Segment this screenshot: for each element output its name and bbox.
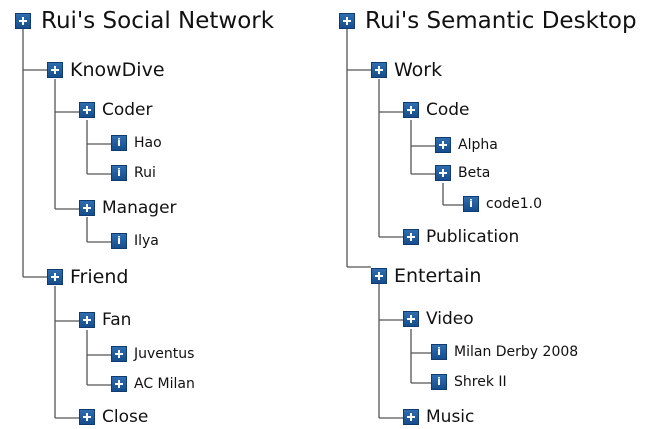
tree-node-social-network[interactable]: Rui's Social Network [15,8,274,34]
expand-plus-icon[interactable] [47,269,63,285]
expand-plus-icon[interactable] [371,62,387,78]
expand-plus-icon[interactable] [15,13,31,29]
tree-leaf-milan-derby[interactable]: i Milan Derby 2008 [431,344,578,360]
expand-plus-icon[interactable] [403,229,419,245]
tree-node-semantic-desktop[interactable]: Rui's Semantic Desktop [339,8,637,34]
node-label: Music [426,407,475,427]
expand-plus-icon[interactable] [79,409,95,425]
expand-plus-icon[interactable] [403,102,419,118]
tree-node-video[interactable]: Video [403,309,474,329]
tree-leaf-code10[interactable]: i code1.0 [463,196,542,212]
leaf-label: Rui [134,165,156,181]
expand-plus-icon[interactable] [111,346,127,362]
node-label: AC Milan [134,376,195,392]
tree-leaf-hao[interactable]: i Hao [111,135,162,151]
node-label: Fan [102,310,132,330]
node-label: Close [102,407,149,427]
expand-plus-icon[interactable] [435,137,451,153]
expand-plus-icon[interactable] [79,312,95,328]
tree-node-knowdive[interactable]: KnowDive [47,59,165,81]
expand-plus-icon[interactable] [339,13,355,29]
node-label: Entertain [394,265,482,287]
tree-leaf-rui[interactable]: i Rui [111,165,156,181]
node-label: Video [426,309,474,329]
tree-node-code[interactable]: Code [403,100,470,120]
node-label: Beta [458,165,491,181]
tree-node-close[interactable]: Close [79,407,148,427]
tree-node-publication[interactable]: Publication [403,227,519,247]
leaf-label: Milan Derby 2008 [454,344,579,360]
info-icon: i [463,196,479,212]
expand-plus-icon[interactable] [403,311,419,327]
tree-node-entertain[interactable]: Entertain [371,265,481,287]
node-label: Juventus [134,346,195,362]
node-label: Rui's Social Network [41,8,275,34]
info-icon: i [111,135,127,151]
tree-node-juventus[interactable]: Juventus [111,346,194,362]
expand-plus-icon[interactable] [79,102,95,118]
node-label: KnowDive [70,59,165,81]
tree-node-alpha[interactable]: Alpha [435,137,498,153]
expand-plus-icon[interactable] [403,409,419,425]
tree-node-fan[interactable]: Fan [79,310,131,330]
node-label: Publication [426,227,520,247]
node-label: Rui's Semantic Desktop [365,8,637,34]
info-icon: i [111,165,127,181]
tree-node-work[interactable]: Work [371,59,442,81]
leaf-label: code1.0 [486,196,543,212]
tree-node-beta[interactable]: Beta [435,165,490,181]
info-icon: i [111,233,127,249]
node-label: Alpha [458,137,498,153]
expand-plus-icon[interactable] [371,268,387,284]
expand-plus-icon[interactable] [435,165,451,181]
tree-node-coder[interactable]: Coder [79,100,153,120]
node-label: Coder [102,100,153,120]
tree-node-friend[interactable]: Friend [47,266,128,288]
info-icon: i [431,344,447,360]
info-icon: i [431,374,447,390]
node-label: Work [394,59,443,81]
node-label: Code [426,100,470,120]
node-label: Manager [102,198,177,218]
expand-plus-icon[interactable] [111,376,127,392]
tree-node-manager[interactable]: Manager [79,198,177,218]
leaf-label: Hao [134,135,162,151]
tree-leaf-shrek[interactable]: i Shrek II [431,374,507,390]
leaf-label: Ilya [134,233,159,249]
leaf-label: Shrek II [454,374,507,390]
node-label: Friend [70,266,129,288]
expand-plus-icon[interactable] [47,62,63,78]
tree-node-music[interactable]: Music [403,407,474,427]
tree-leaf-ilya[interactable]: i Ilya [111,233,159,249]
tree-node-ac-milan[interactable]: AC Milan [111,376,195,392]
expand-plus-icon[interactable] [79,200,95,216]
